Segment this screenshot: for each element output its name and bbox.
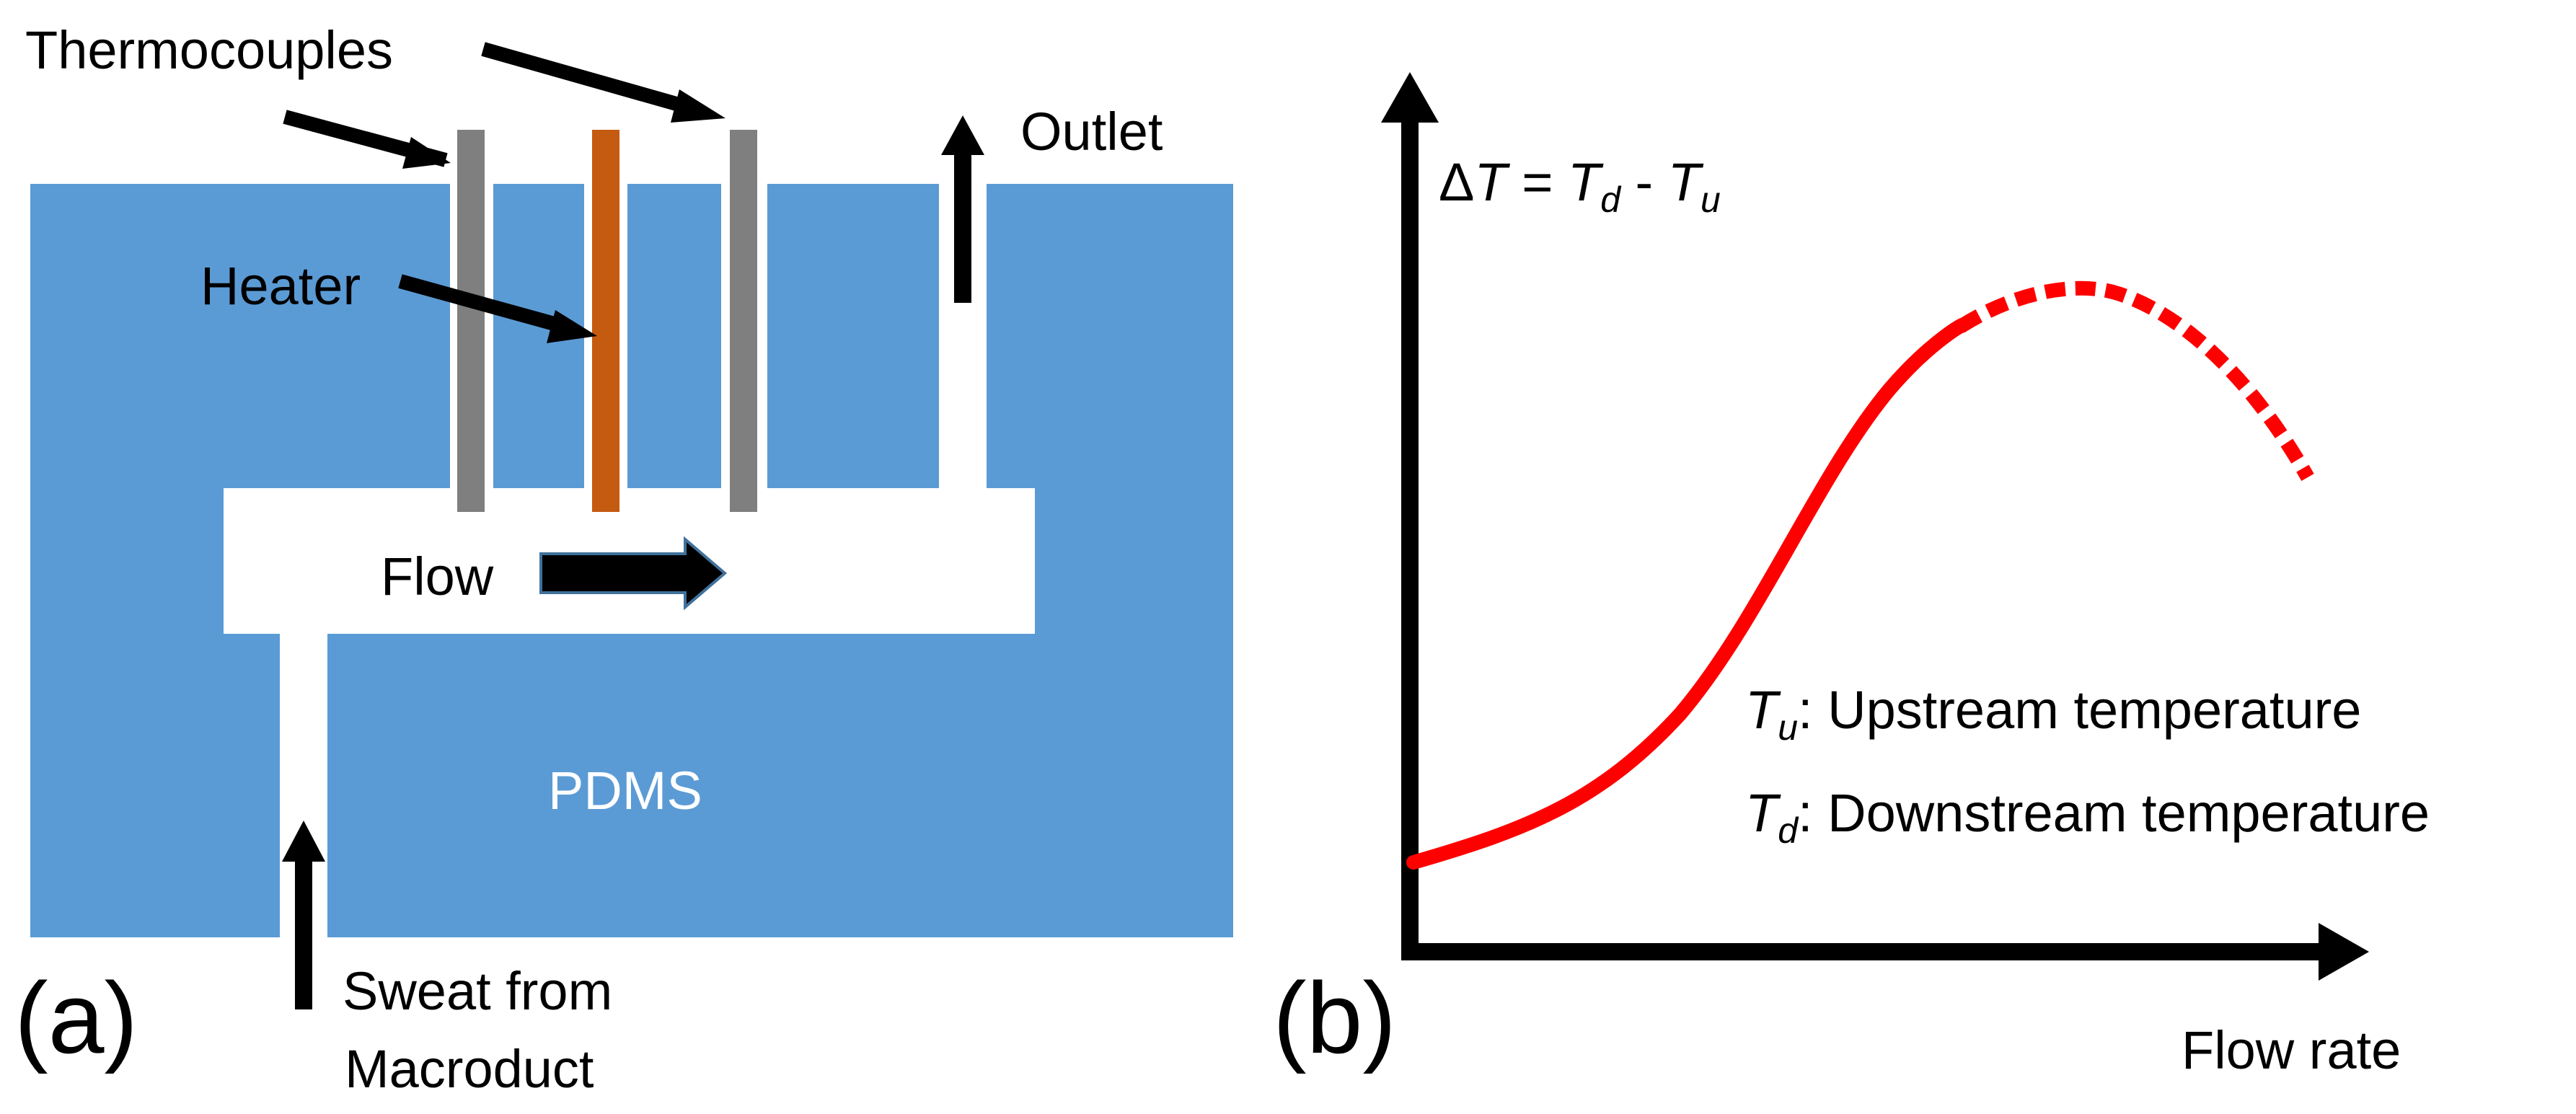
y-axis-label: ΔT = Td - Tu xyxy=(1439,152,1721,220)
sweat-arrow-head xyxy=(282,821,325,862)
panel-a: Thermocouples Heater Outlet Flow PDMS Sw… xyxy=(14,20,1233,1099)
y-axis-arrowhead xyxy=(1381,72,1439,123)
flow-arrow xyxy=(539,536,728,611)
heater-arrow xyxy=(398,274,572,335)
x-axis-label: Flow rate xyxy=(2182,1020,2401,1080)
thermocouple-arrow-right-head xyxy=(671,89,725,123)
thermocouple-arrow-left-head xyxy=(402,137,451,169)
outlet-arrow-head xyxy=(941,115,984,155)
outlet-label: Outlet xyxy=(1020,102,1163,162)
legend-upstream: Tu: Upstream temperature xyxy=(1745,680,2361,748)
flow-label: Flow xyxy=(381,547,494,606)
panel-b: ΔT = Td - Tu Tu: Upstream temperature Td… xyxy=(1273,72,2430,1080)
curve-dashed xyxy=(1957,280,2314,481)
sweat-label-line2: Macroduct xyxy=(345,1039,594,1099)
thermocouple-arrow-right xyxy=(481,42,699,117)
x-axis-arrowhead xyxy=(2319,923,2369,981)
thermocouple-upstream xyxy=(457,130,485,512)
thermocouple-downstream xyxy=(730,130,757,512)
heater-arrow-head xyxy=(547,310,597,343)
curve-solid xyxy=(1406,317,1970,870)
pdms-label: PDMS xyxy=(548,761,702,821)
panel-b-label: (b) xyxy=(1273,961,1396,1074)
panel-a-label: (a) xyxy=(14,961,138,1074)
thermocouples-label: Thermocouples xyxy=(25,20,393,80)
heater-label: Heater xyxy=(200,256,361,316)
heater-element xyxy=(592,130,619,512)
legend-downstream: Td: Downstream temperature xyxy=(1745,783,2430,851)
sweat-label-line1: Sweat from xyxy=(343,961,612,1021)
